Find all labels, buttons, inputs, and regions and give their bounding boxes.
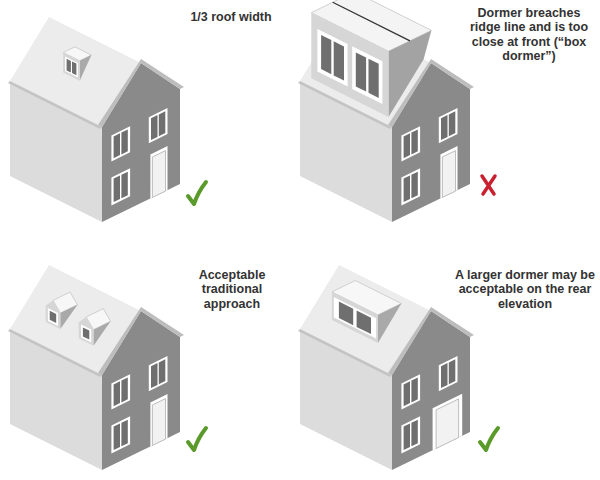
window <box>439 108 458 143</box>
door-panel <box>436 399 459 449</box>
door <box>433 394 463 450</box>
window-pane <box>67 59 71 73</box>
window-pane <box>159 359 166 384</box>
window-pane <box>151 363 158 388</box>
dormer-cheek <box>378 304 401 343</box>
window <box>401 168 420 205</box>
window-pane <box>449 359 456 384</box>
window <box>111 416 130 453</box>
dormer-cheek <box>389 30 432 117</box>
window-pane <box>411 420 417 447</box>
caption-label: A larger dormer may be acceptable on the… <box>454 268 596 311</box>
dormer-window <box>334 297 376 339</box>
front-wall <box>392 311 470 470</box>
window-pane <box>404 423 410 450</box>
dormer-cheek <box>94 321 111 345</box>
dormer-face <box>63 53 79 81</box>
front-wall <box>102 63 180 222</box>
window-pane <box>159 111 166 136</box>
window <box>111 126 130 161</box>
dormer-window <box>65 56 78 77</box>
tick-mark <box>188 182 206 204</box>
window-pane <box>121 130 127 155</box>
house <box>8 17 184 222</box>
window-pane <box>151 115 158 140</box>
window-pane <box>411 172 417 199</box>
window-pane <box>121 420 127 447</box>
window-pane <box>357 311 371 335</box>
door <box>150 146 167 198</box>
window-pane <box>334 41 344 80</box>
caption-label: Dormer breaches ridge line and is too cl… <box>462 6 596 64</box>
dormer-cheek <box>60 305 77 329</box>
dormer-window <box>81 325 91 343</box>
dormer-face <box>46 300 61 329</box>
verge <box>431 59 474 89</box>
window-pane <box>114 175 120 202</box>
window-pane <box>449 111 456 136</box>
dormer-window <box>317 29 347 87</box>
window <box>401 374 420 409</box>
window-pane <box>441 115 448 140</box>
cross-mark <box>482 176 495 194</box>
window-pane <box>339 302 353 326</box>
door <box>440 146 457 198</box>
door-panel <box>152 151 165 198</box>
window-pane <box>356 52 366 91</box>
window-pane <box>114 381 120 406</box>
dormer-face <box>332 292 378 343</box>
house <box>8 265 184 470</box>
window-pane <box>404 381 410 406</box>
window-pane <box>411 378 417 403</box>
window <box>149 108 168 143</box>
house <box>298 265 474 470</box>
window <box>401 126 420 161</box>
window <box>401 416 420 453</box>
dormer-window <box>48 308 58 326</box>
window <box>439 356 458 391</box>
house <box>298 0 474 222</box>
window-pane <box>404 133 410 158</box>
door-panel <box>442 151 455 198</box>
caption-label: Acceptable traditional approach <box>186 268 278 311</box>
tick-mark <box>188 428 206 450</box>
verge <box>141 307 184 337</box>
verge <box>431 307 474 337</box>
verge <box>388 307 431 375</box>
window-pane <box>114 423 120 450</box>
tick-mark <box>480 428 498 450</box>
window-pane <box>411 130 417 155</box>
eaves <box>8 81 102 129</box>
window-pane <box>404 175 410 202</box>
window-pane <box>441 363 448 388</box>
dormer-window <box>352 46 382 104</box>
window-pane <box>83 327 89 339</box>
dormer-face <box>311 13 388 117</box>
window <box>149 356 168 391</box>
dormer-face <box>79 317 94 346</box>
door-panel <box>152 399 165 446</box>
caption-label: 1/3 roof width <box>188 10 274 24</box>
verdict-marks <box>188 176 498 450</box>
door <box>150 394 167 446</box>
window-pane <box>121 378 127 403</box>
window <box>111 168 130 205</box>
window-pane <box>321 35 331 74</box>
front-wall <box>102 311 180 470</box>
verge <box>98 59 141 127</box>
window-pane <box>114 133 120 158</box>
dormer-cheek <box>80 55 92 81</box>
window-pane <box>121 172 127 199</box>
window <box>111 374 130 409</box>
window-pane <box>72 61 76 75</box>
verge <box>141 59 184 89</box>
window-pane <box>369 59 379 98</box>
window-pane <box>50 311 57 323</box>
